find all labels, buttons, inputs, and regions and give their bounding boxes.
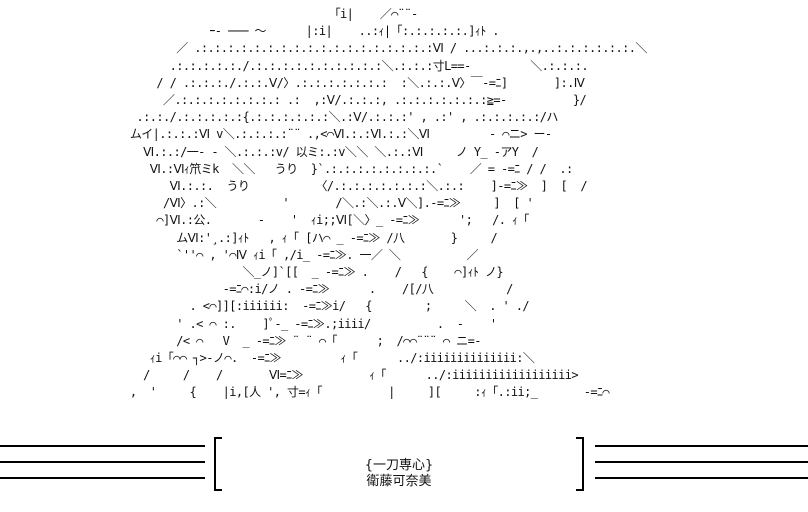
divider-line (0, 445, 205, 447)
caption-box: {一刀専心} 衛藤可奈美 (214, 437, 584, 491)
corner-tick (216, 437, 222, 439)
corner-tick (216, 489, 222, 491)
caption-character-name: 衛藤可奈美 (366, 474, 432, 489)
divider-line (595, 477, 808, 479)
divider-line (0, 477, 205, 479)
divider-line (595, 461, 808, 463)
corner-tick (576, 437, 582, 439)
ascii-art: 「i| ／⌒¨¨- ｰ‐ ─── ～ |:i| ..:ｨ|「:.:.:.:.:.… (129, 7, 647, 400)
divider-line (595, 445, 808, 447)
left-decorative-bars (0, 445, 205, 479)
divider-line (0, 461, 205, 463)
right-decorative-bars (595, 445, 808, 479)
corner-tick (576, 489, 582, 491)
caption-title: {一刀専心} (364, 458, 434, 473)
